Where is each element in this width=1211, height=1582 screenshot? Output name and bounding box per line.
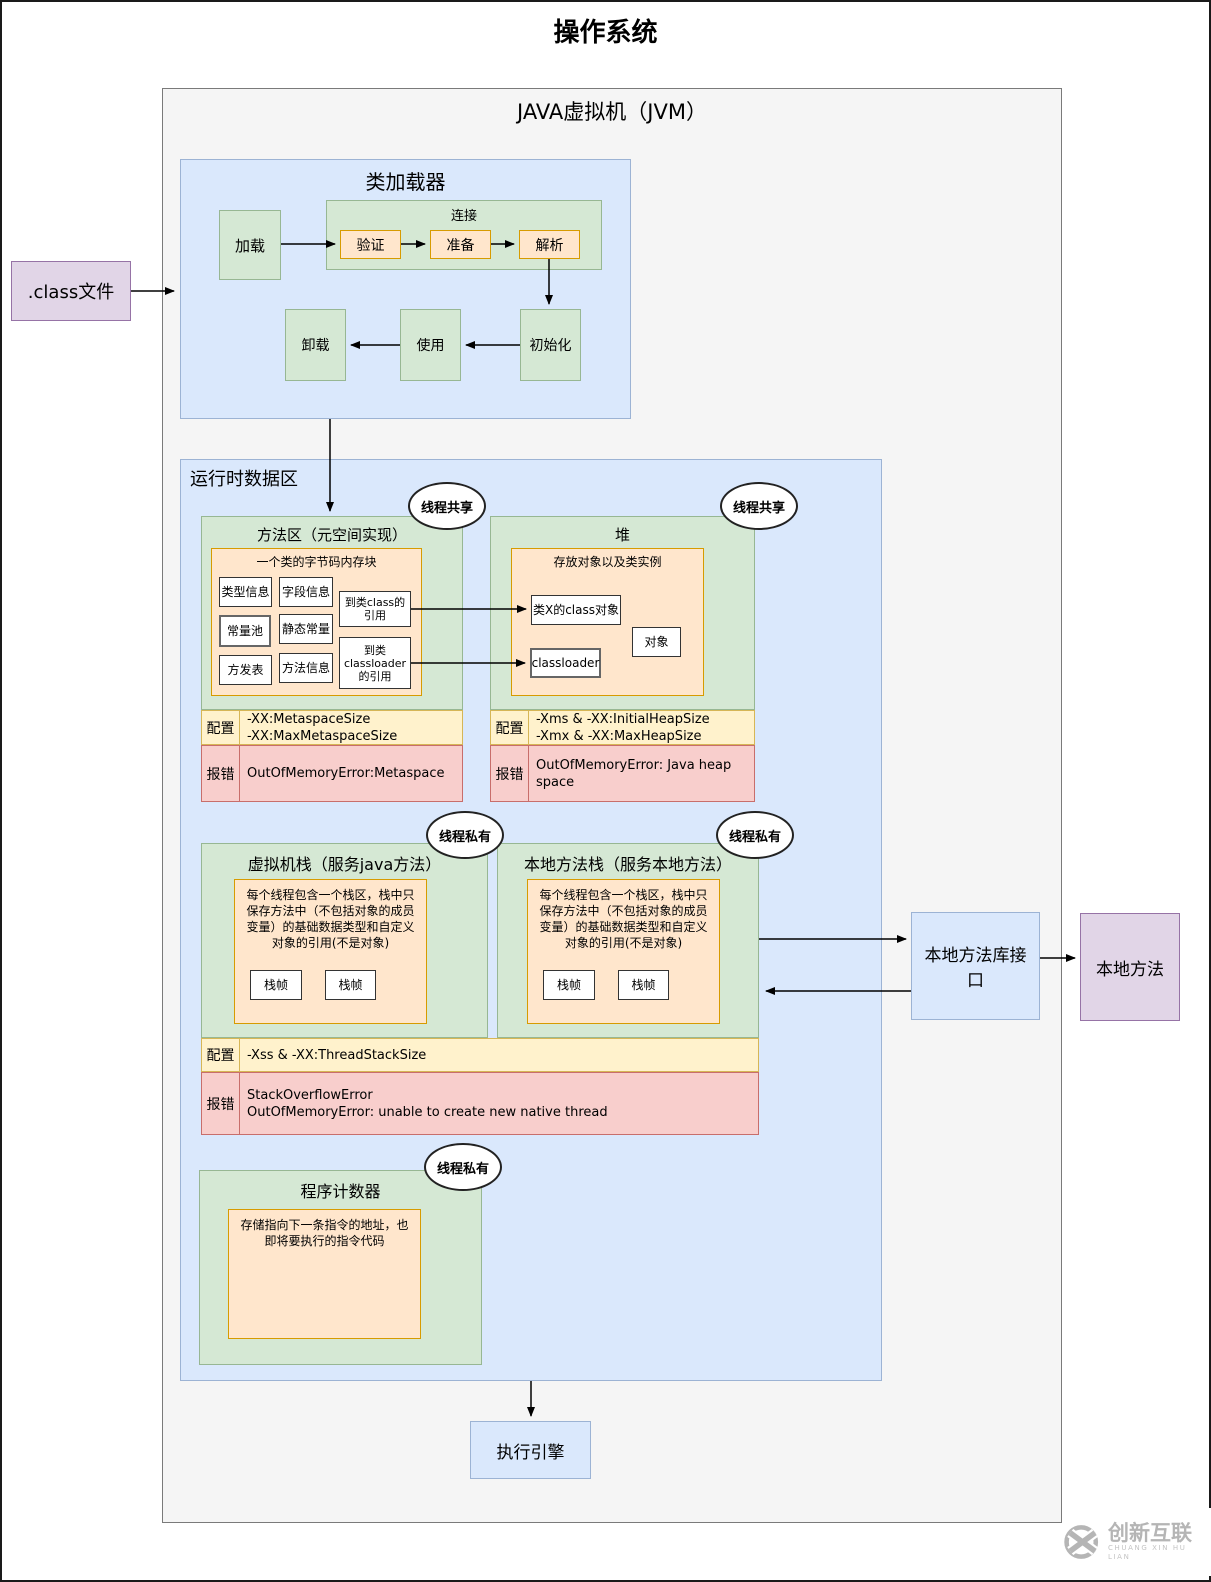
- static-constant-cell: 静态常量: [279, 614, 333, 644]
- thread-private-badge: 线程私有: [426, 811, 504, 859]
- stack-config-row: 配置 -Xss & -XX:ThreadStackSize: [201, 1038, 759, 1072]
- stack-frame-cell: 栈帧: [618, 970, 669, 1000]
- unload-box: 卸载: [285, 309, 346, 381]
- error-line: OutOfMemoryError:Metaspace: [247, 766, 445, 781]
- error-line: OutOfMemoryError: unable to create new n…: [247, 1104, 608, 1120]
- object-cell: 对象: [632, 627, 681, 657]
- thread-private-badge: 线程私有: [716, 811, 794, 859]
- field-info-cell: 字段信息: [279, 577, 333, 607]
- link-group-title: 连接: [450, 209, 477, 224]
- class-object-cell: 类X的class对象: [531, 595, 621, 625]
- runtime-area-title: 运行时数据区: [190, 469, 298, 490]
- error-line: StackOverflowError: [247, 1087, 373, 1103]
- vm-stack-desc-box: 每个线程包含一个栈区，栈中只保存方法中（不包括对象的成员变量）的基础数据类型和自…: [234, 879, 427, 1024]
- config-line: -XX:MetaspaceSize: [247, 711, 371, 727]
- error-line: OutOfMemoryError: Java heap space: [536, 757, 732, 790]
- class-loader-title: 类加载器: [365, 170, 446, 194]
- stack-frame-cell: 栈帧: [325, 970, 376, 1000]
- thread-shared-badge: 线程共享: [720, 482, 798, 530]
- stack-frame-cell: 栈帧: [250, 970, 302, 1000]
- initialize-box: 初始化: [520, 309, 581, 381]
- config-line: -XX:MaxMetaspaceSize: [247, 728, 398, 744]
- watermark-subtitle: CHUANG XIN HU LIAN: [1108, 1544, 1187, 1561]
- type-info-cell: 类型信息: [219, 577, 272, 607]
- config-line: -Xss & -XX:ThreadStackSize: [247, 1047, 427, 1063]
- classloader-cell: classloader: [530, 648, 601, 678]
- stack-error-row: 报错 StackOverflowError OutOfMemoryError: …: [201, 1072, 759, 1135]
- bytecode-block-title: 一个类的字节码内存块: [256, 555, 377, 569]
- config-label: 配置: [202, 1039, 240, 1071]
- thread-shared-badge: 线程共享: [408, 482, 486, 530]
- heap-config-row: 配置 -Xms & -XX:InitialHeapSize -Xmx & -XX…: [490, 710, 755, 745]
- method-area-config-row: 配置 -XX:MetaspaceSize -XX:MaxMetaspaceSiz…: [201, 710, 463, 745]
- classloader-ref-cell: 到类classloader的引用: [339, 637, 411, 689]
- jvm-title: JAVA虚拟机（JVM）: [517, 100, 707, 124]
- config-label: 配置: [202, 711, 240, 744]
- exec-engine-box: 执行引擎: [470, 1421, 591, 1479]
- error-label: 报错: [202, 1073, 240, 1134]
- prepare-box: 准备: [430, 230, 491, 259]
- verify-box: 验证: [340, 230, 401, 259]
- method-area-title: 方法区（元空间实现）: [256, 526, 407, 544]
- class-ref-cell: 到类class的引用: [339, 591, 411, 627]
- class-file-box: .class文件: [11, 261, 131, 321]
- error-label: 报错: [202, 746, 240, 801]
- constant-pool-cell: 常量池: [219, 615, 271, 647]
- heap-block-title: 存放对象以及类实例: [553, 555, 662, 569]
- native-stack-desc-box: 每个线程包含一个栈区，栈中只保存方法中（不包括对象的成员变量）的基础数据类型和自…: [527, 879, 720, 1024]
- pc-title: 程序计数器: [300, 1182, 381, 1201]
- native-stack-desc: 每个线程包含一个栈区，栈中只保存方法中（不包括对象的成员变量）的基础数据类型和自…: [539, 888, 708, 950]
- config-label: 配置: [491, 711, 529, 744]
- config-line: -Xms & -XX:InitialHeapSize: [536, 711, 710, 727]
- load-box: 加载: [219, 210, 281, 280]
- use-box: 使用: [400, 309, 461, 381]
- error-label: 报错: [491, 746, 529, 801]
- page-title: 操作系统: [553, 18, 658, 48]
- native-interface-box: 本地方法库接口: [911, 912, 1040, 1020]
- watermark-cx-icon: [1064, 1525, 1099, 1559]
- resolve-box: 解析: [519, 230, 580, 259]
- pc-desc: 存储指向下一条指令的地址，也即将要执行的指令代码: [240, 1218, 409, 1248]
- heap-error-row: 报错 OutOfMemoryError: Java heap space: [490, 745, 755, 802]
- native-method-box: 本地方法: [1080, 913, 1180, 1021]
- stack-frame-cell: 栈帧: [543, 970, 595, 1000]
- vm-stack-title: 虚拟机栈（服务java方法）: [247, 855, 442, 874]
- pc-desc-box: 存储指向下一条指令的地址，也即将要执行的指令代码: [228, 1209, 421, 1339]
- method-area-error-row: 报错 OutOfMemoryError:Metaspace: [201, 745, 463, 802]
- watermark-name: 创新互联: [1108, 1521, 1193, 1545]
- watermark: 创新互联 CHUANG XIN HU LIAN: [1062, 1508, 1211, 1576]
- config-line: -Xmx & -XX:MaxHeapSize: [536, 728, 702, 744]
- native-stack-title: 本地方法栈（服务本地方法）: [523, 855, 732, 874]
- method-info-cell: 方法信息: [279, 653, 333, 683]
- method-table-cell: 方发表: [219, 655, 272, 685]
- thread-private-badge: 线程私有: [424, 1143, 502, 1191]
- vm-stack-desc: 每个线程包含一个栈区，栈中只保存方法中（不包括对象的成员变量）的基础数据类型和自…: [246, 888, 415, 950]
- heap-title: 堆: [614, 526, 630, 544]
